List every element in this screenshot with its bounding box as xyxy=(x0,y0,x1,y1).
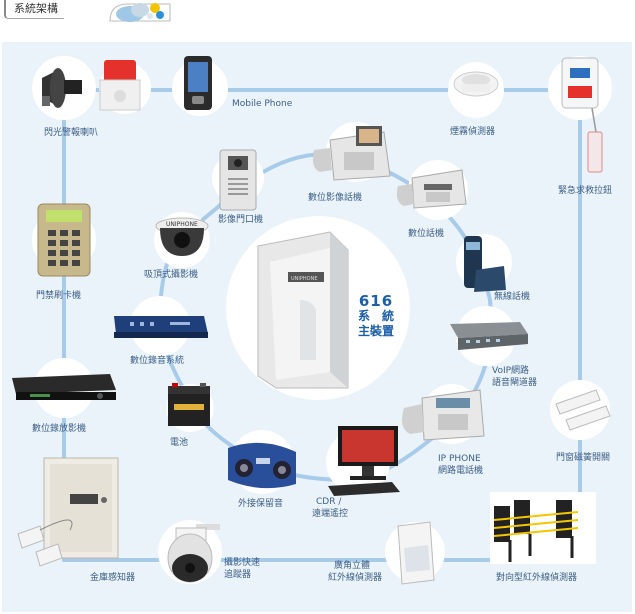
desk-phone-icon xyxy=(396,169,467,209)
header: 系統架構 xyxy=(0,0,635,28)
label-ip-phone-1: IP PHONE xyxy=(438,454,481,464)
core-line2: 主裝置 xyxy=(358,324,395,338)
smoke-detector-icon xyxy=(453,71,499,97)
pir-sensor-icon xyxy=(397,521,435,585)
label-pir-1: 廣角立體 xyxy=(334,561,371,571)
video-phone-icon xyxy=(312,126,391,181)
label-pir-2: 紅外線偵測器 xyxy=(328,573,383,583)
header-logo-icon xyxy=(109,3,171,22)
ip-phone-icon xyxy=(402,389,485,441)
rack-recorder-icon xyxy=(114,316,208,338)
core-system-unit: UNIPHONE xyxy=(257,231,349,389)
strobe-light-icon xyxy=(99,60,141,111)
mobile-phone-icon xyxy=(184,56,212,110)
label-dome-camera: 吸頂式攝影機 xyxy=(144,270,199,280)
dome-camera-icon: UNIPHONE xyxy=(155,217,209,256)
label-battery: 電池 xyxy=(170,438,189,448)
video-doorphone-icon xyxy=(219,149,257,211)
battery-icon xyxy=(168,383,210,426)
label-horn: 閃光警報喇叭 xyxy=(44,128,99,138)
svg-text:UNIPHONE: UNIPHONE xyxy=(166,221,198,228)
voip-gateway-icon xyxy=(450,322,528,350)
label-boombox: 外接保留音 xyxy=(238,499,284,509)
safe-icon xyxy=(17,457,119,567)
emergency-pull-icon xyxy=(561,57,603,173)
label-safe: 金庫感知器 xyxy=(90,573,136,583)
label-card-reader: 門禁刷卡機 xyxy=(36,291,82,301)
label-smoke: 煙霧偵測器 xyxy=(450,127,496,137)
speed-dome-camera-icon xyxy=(167,524,220,583)
label-ip-phone-2: 網路電話機 xyxy=(438,466,484,476)
label-dvr: 數位錄放影機 xyxy=(32,424,87,434)
core-brand-text: UNIPHONE xyxy=(291,276,317,282)
boombox-icon xyxy=(228,442,296,489)
label-cdr-2: 遠端遙控 xyxy=(312,509,349,519)
label-cdr-1: CDR / xyxy=(316,497,342,507)
ir-beam-sensor-icon xyxy=(490,492,596,564)
dvr-icon xyxy=(12,374,116,400)
monitor-icon xyxy=(328,426,400,496)
label-recorder: 數位錄音系統 xyxy=(130,356,185,366)
core-line1: 系 統 xyxy=(358,309,395,323)
magnetic-switch-icon xyxy=(555,389,611,431)
label-door-magnet: 門窗磁簧開關 xyxy=(556,453,611,463)
label-speed-dome-2: 追蹤器 xyxy=(224,570,252,580)
card-reader-icon xyxy=(37,203,91,277)
label-voip-1: VoIP網路 xyxy=(492,366,530,376)
label-cordless: 無線話機 xyxy=(494,292,531,302)
core-system-label: 616 系 統 主裝置 xyxy=(358,294,394,339)
label-speed-dome-1: 攝影快速 xyxy=(224,558,261,568)
label-video-phone: 數位影像話機 xyxy=(308,193,363,203)
label-mobile: Mobile Phone xyxy=(232,99,293,109)
label-doorphone: 影像門口機 xyxy=(218,215,264,225)
page-title: 系統架構 xyxy=(4,0,64,19)
label-voip-2: 語音閘道器 xyxy=(492,378,538,388)
label-beam: 對向型紅外線偵測器 xyxy=(496,573,578,583)
label-digital-phone: 數位話機 xyxy=(408,229,445,239)
core-number: 616 xyxy=(358,292,394,310)
label-sos: 緊急求救拉鈕 xyxy=(558,186,613,196)
siren-horn-icon xyxy=(42,68,82,108)
cordless-phone-icon xyxy=(464,236,506,292)
